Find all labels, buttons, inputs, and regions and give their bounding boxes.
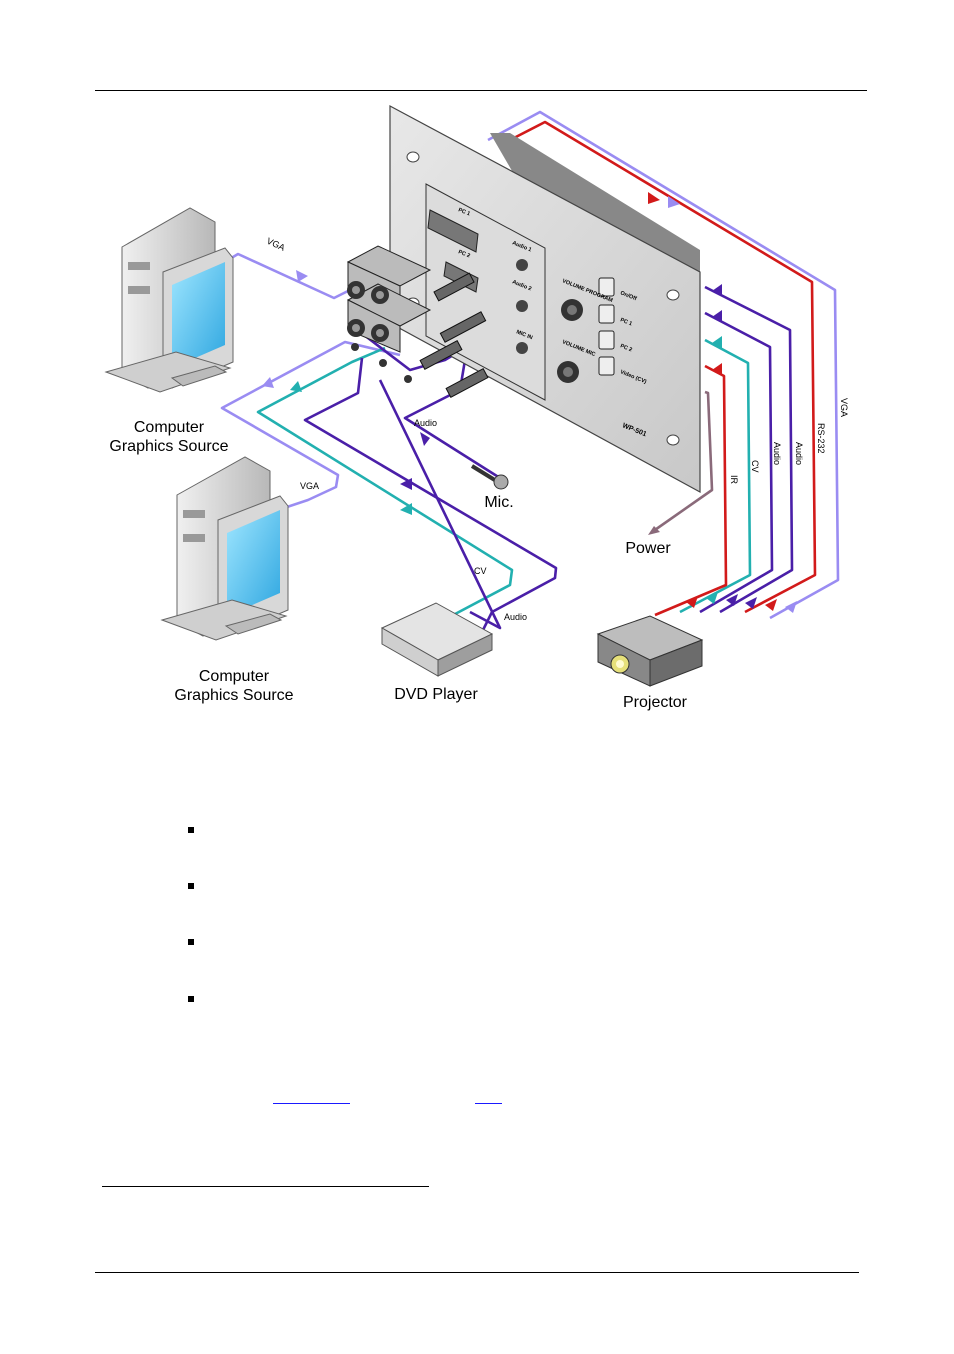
mic-audio-cable: [403, 359, 501, 480]
label-rs232: RS-232: [816, 423, 826, 454]
panel-pc2: PC 2: [457, 249, 471, 259]
arrow-vga-bot: [262, 377, 274, 388]
link-underline-1[interactable]: [273, 1103, 350, 1104]
label-computer-top: Computer: [134, 419, 205, 436]
dvd-audio-cable-b: [378, 379, 502, 630]
panel-btn-pc2: PC 2: [619, 343, 633, 353]
wall-plate: [346, 104, 701, 494]
computer-bottom: [160, 456, 289, 641]
arrow-cv-1: [712, 336, 722, 348]
label-audio-a: Audio: [772, 442, 782, 465]
rs232-cable: [509, 120, 817, 614]
label-vga-bottom: VGA: [300, 481, 319, 491]
arrow-vga-1: [668, 196, 680, 208]
arrow-power: [648, 526, 660, 535]
audio-out-cable-a: [704, 285, 794, 614]
bullet-1: [188, 827, 194, 833]
arrow-audio-dvd: [400, 478, 412, 490]
panel-mic-in: MIC IN: [515, 329, 533, 341]
label-dvd-player: DVD Player: [394, 686, 478, 703]
projector: [596, 615, 704, 687]
vga-bottom-cable: [220, 340, 401, 514]
label-power: Power: [625, 540, 671, 557]
dvd-player: [380, 602, 494, 677]
arrow-proj-4: [745, 597, 757, 609]
label-dvd-audio: Audio: [504, 612, 527, 622]
link-underline-2[interactable]: [475, 1103, 502, 1104]
dvd-cv-cable: [256, 346, 514, 624]
arrow-proj-5: [765, 599, 777, 611]
arrow-mic: [420, 432, 430, 446]
arrow-cv-dvd-2: [400, 503, 412, 515]
arrow-proj-3: [726, 594, 738, 606]
bullet-2: [188, 883, 194, 889]
label-graphics-bottom: Graphics Source: [174, 687, 293, 704]
panel-btn-pc1: PC 1: [619, 317, 633, 327]
label-cv-right: CV: [750, 460, 760, 473]
arrow-ir-1: [712, 363, 722, 375]
bullet-4: [188, 996, 194, 1002]
label-projector: Projector: [623, 694, 688, 711]
panel-pc1: PC 1: [457, 207, 471, 217]
arrow-audio-2: [712, 310, 722, 322]
header-rule: [95, 90, 867, 91]
arrow-rs232-1: [648, 192, 660, 204]
microphone: [470, 464, 509, 490]
audio-out-cable-b: [699, 311, 774, 614]
bullet-3: [188, 939, 194, 945]
label-dvd-cv: CV: [474, 566, 487, 576]
dvd-audio-cable: [303, 357, 558, 633]
arrow-audio-1: [712, 284, 722, 296]
label-graphics-top: Graphics Source: [109, 438, 228, 455]
connection-diagram: PC 1 PC 2 Audio 1 Audio 2 MIC IN VOLUME …: [104, 104, 849, 711]
arrow-proj-6: [785, 601, 797, 613]
label-vga-projector: VGA: [839, 398, 849, 417]
label-mic: Mic.: [484, 494, 513, 511]
footer-rule: [95, 1272, 859, 1273]
label-audio-b: Audio: [794, 442, 804, 465]
label-ir: IR: [729, 475, 739, 485]
arrow-proj-1: [686, 596, 698, 608]
arrow-vga-top: [296, 270, 308, 282]
power-cable: [651, 390, 714, 534]
computer-top: [104, 207, 234, 393]
arrow-proj-2: [706, 592, 718, 604]
footnote-rule: [102, 1186, 429, 1187]
label-computer-bottom: Computer: [199, 668, 270, 685]
label-mic-audio: Audio: [414, 418, 437, 428]
label-vga-top: VGA: [265, 236, 286, 253]
arrow-cv-dvd: [290, 381, 302, 392]
vga-projector-cable: [487, 110, 840, 620]
